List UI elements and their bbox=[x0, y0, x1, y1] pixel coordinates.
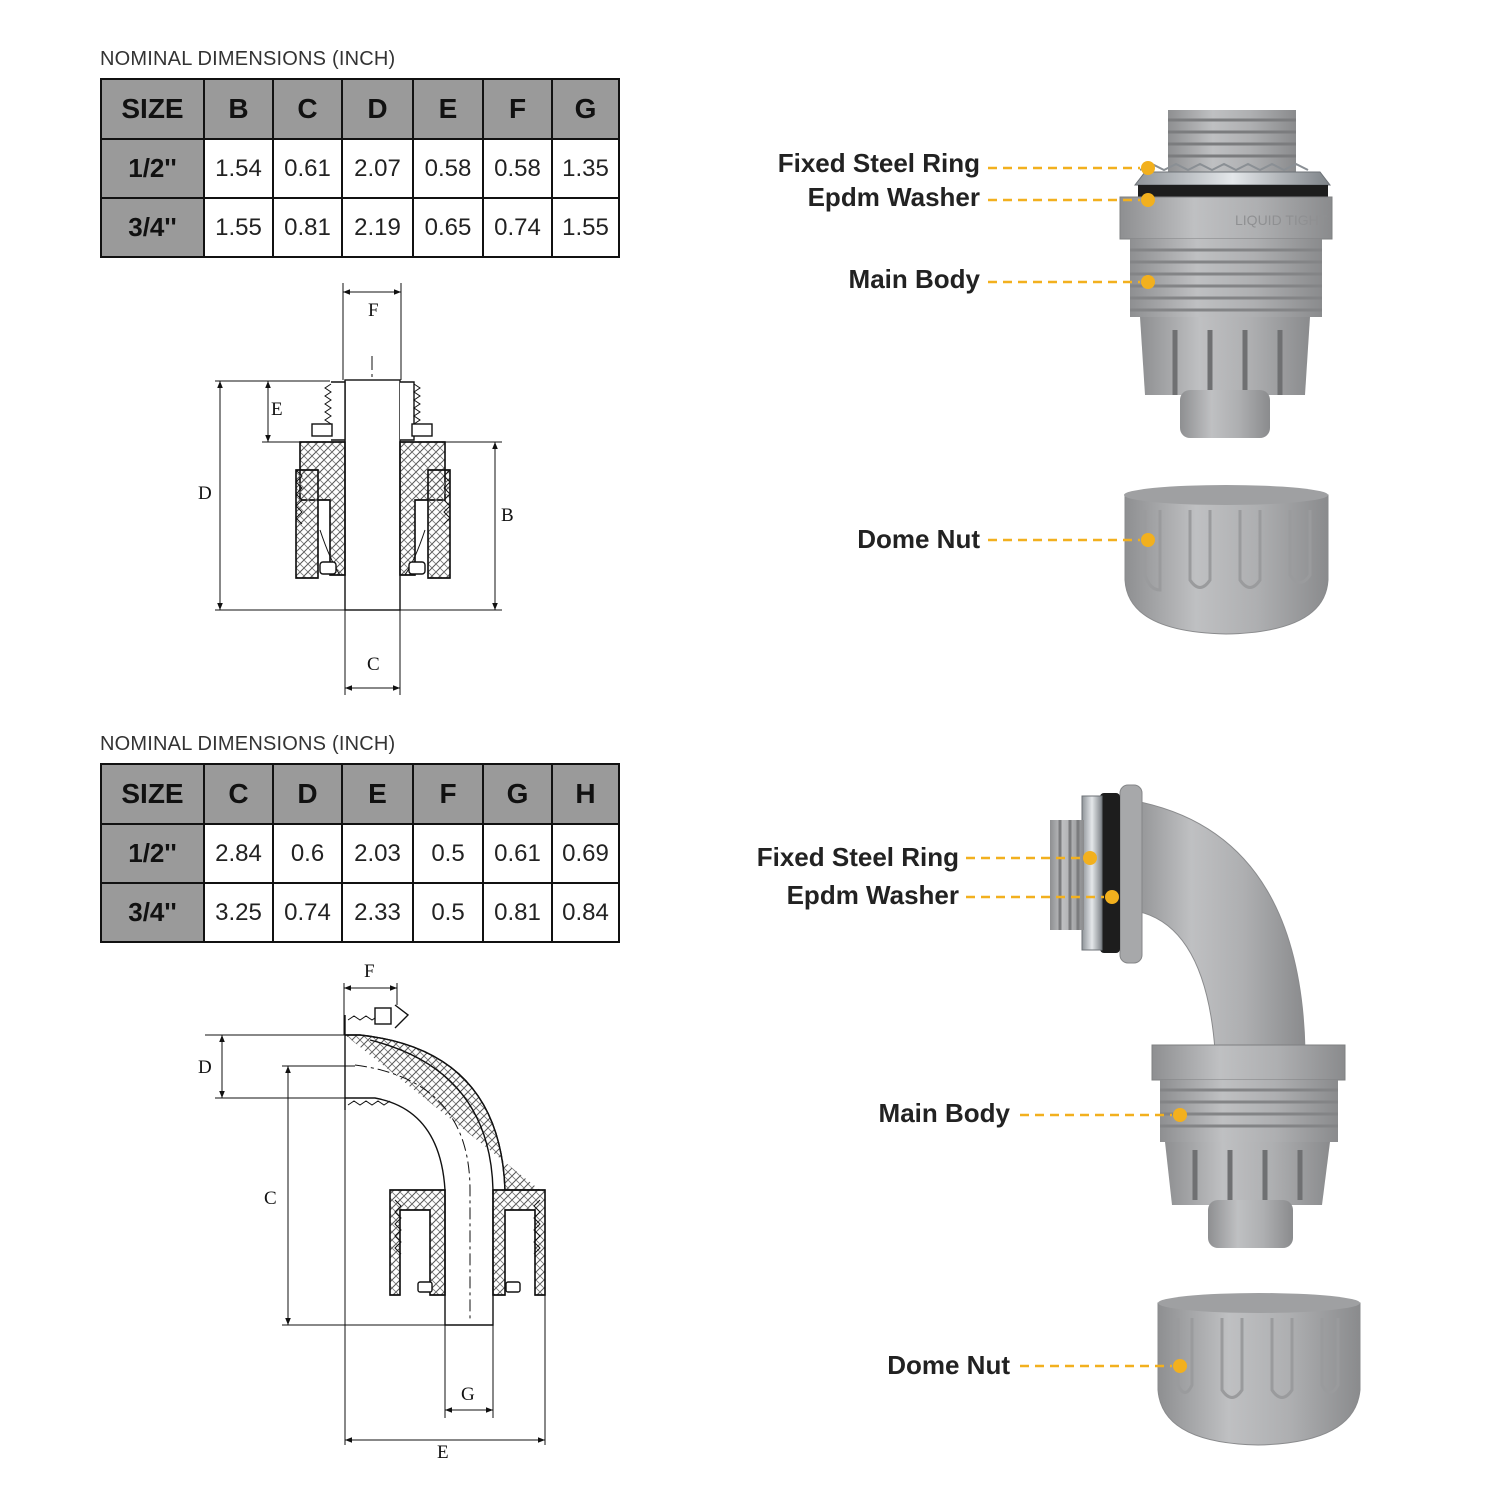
label-dome-nut: Dome Nut bbox=[887, 1350, 1010, 1380]
value-cell: 1.55 bbox=[551, 197, 620, 258]
dim-letter-b: B bbox=[501, 505, 514, 526]
straight-dimensions-table: SIZE B C D E F G 1/2'' 1.54 0.61 2.07 0.… bbox=[100, 78, 620, 258]
value-cell: 0.81 bbox=[272, 197, 343, 258]
value-cell: 1.55 bbox=[203, 197, 274, 258]
header-f: F bbox=[482, 78, 553, 140]
straight-section-drawing bbox=[215, 283, 502, 695]
elbow-section-drawing bbox=[205, 983, 546, 1445]
table-header-row: SIZE C D E F G H bbox=[100, 763, 620, 825]
straight-table-caption: NOMINAL DIMENSIONS (INCH) bbox=[100, 48, 396, 70]
label-main-body: Main Body bbox=[848, 264, 980, 294]
header-h: H bbox=[551, 763, 620, 825]
size-cell: 1/2'' bbox=[100, 823, 205, 884]
dim-letter-f: F bbox=[364, 961, 375, 982]
header-size: SIZE bbox=[100, 763, 205, 825]
dim-letter-d: D bbox=[198, 483, 212, 504]
table-header-row: SIZE B C D E F G bbox=[100, 78, 620, 140]
table-row: 3/4'' 3.25 0.74 2.33 0.5 0.81 0.84 bbox=[100, 882, 620, 943]
value-cell: 0.65 bbox=[412, 197, 484, 258]
header-d: D bbox=[341, 78, 414, 140]
header-e: E bbox=[341, 763, 414, 825]
leader-dots bbox=[1083, 161, 1187, 1373]
value-cell: 0.81 bbox=[482, 882, 553, 943]
value-cell: 2.84 bbox=[203, 823, 274, 884]
value-cell: 0.61 bbox=[272, 138, 343, 199]
header-d: D bbox=[272, 763, 343, 825]
dim-letter-e: E bbox=[437, 1442, 449, 1463]
value-cell: 0.69 bbox=[551, 823, 620, 884]
value-cell: 0.74 bbox=[272, 882, 343, 943]
value-cell: 2.33 bbox=[341, 882, 414, 943]
table-row: 3/4'' 1.55 0.81 2.19 0.65 0.74 1.55 bbox=[100, 197, 620, 258]
leader-lines bbox=[966, 166, 1172, 1368]
dim-letter-d: D bbox=[198, 1057, 212, 1078]
value-cell: 0.6 bbox=[272, 823, 343, 884]
label-main-body: Main Body bbox=[878, 1098, 1010, 1128]
value-cell: 0.5 bbox=[412, 823, 484, 884]
header-f: F bbox=[412, 763, 484, 825]
value-cell: 0.74 bbox=[482, 197, 553, 258]
label-fixed-steel-ring: Fixed Steel Ring bbox=[777, 148, 980, 178]
header-c: C bbox=[272, 78, 343, 140]
size-cell: 3/4'' bbox=[100, 197, 205, 258]
elbow-table-caption: NOMINAL DIMENSIONS (INCH) bbox=[100, 733, 396, 755]
elbow-dimensions-table: SIZE C D E F G H 1/2'' 2.84 0.6 2.03 0.5… bbox=[100, 763, 620, 943]
value-cell: 2.19 bbox=[341, 197, 414, 258]
dim-letter-f: F bbox=[368, 300, 379, 321]
value-cell: 0.61 bbox=[482, 823, 553, 884]
value-cell: 0.84 bbox=[551, 882, 620, 943]
value-cell: 1.35 bbox=[551, 138, 620, 199]
header-b: B bbox=[203, 78, 274, 140]
value-cell: 2.03 bbox=[341, 823, 414, 884]
dim-letter-e: E bbox=[271, 399, 283, 420]
header-g: G bbox=[551, 78, 620, 140]
size-cell: 1/2'' bbox=[100, 138, 205, 199]
dim-letter-c: C bbox=[264, 1188, 277, 1209]
liquid-tight-mark: LIQUID TIGHT bbox=[1235, 212, 1328, 228]
straight-connector-image: LIQUID TIGHT bbox=[1119, 110, 1333, 635]
header-size: SIZE bbox=[100, 78, 205, 140]
value-cell: 2.07 bbox=[341, 138, 414, 199]
table-row: 1/2'' 1.54 0.61 2.07 0.58 0.58 1.35 bbox=[100, 138, 620, 199]
value-cell: 3.25 bbox=[203, 882, 274, 943]
size-cell: 3/4'' bbox=[100, 882, 205, 943]
elbow-connector-image bbox=[1050, 784, 1361, 1446]
dim-letter-c: C bbox=[367, 654, 380, 675]
header-g: G bbox=[482, 763, 553, 825]
table-row: 1/2'' 2.84 0.6 2.03 0.5 0.61 0.69 bbox=[100, 823, 620, 884]
value-cell: 1.54 bbox=[203, 138, 274, 199]
header-c: C bbox=[203, 763, 274, 825]
label-epdm-washer: Epdm Washer bbox=[807, 182, 980, 212]
value-cell: 0.58 bbox=[412, 138, 484, 199]
value-cell: 0.5 bbox=[412, 882, 484, 943]
label-fixed-steel-ring: Fixed Steel Ring bbox=[756, 842, 959, 872]
value-cell: 0.58 bbox=[482, 138, 553, 199]
header-e: E bbox=[412, 78, 484, 140]
dim-letter-g: G bbox=[461, 1384, 475, 1405]
label-dome-nut: Dome Nut bbox=[857, 524, 980, 554]
label-epdm-washer: Epdm Washer bbox=[786, 880, 959, 910]
